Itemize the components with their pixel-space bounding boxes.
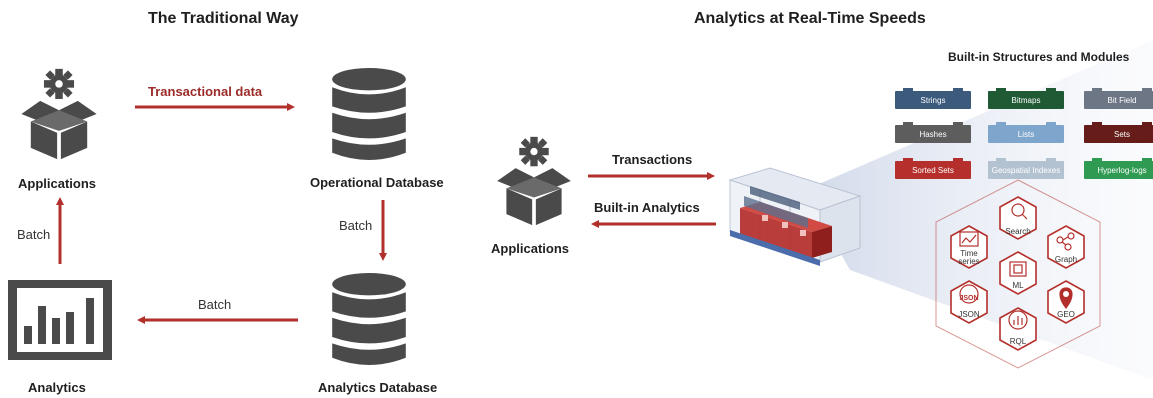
module-label-graph: Graph	[1054, 255, 1078, 264]
operational-database-label: Operational Database	[310, 175, 444, 190]
structure-tile-bit-field: Bit Field	[1084, 88, 1153, 109]
structure-tile-geospatial-indexes: Geospatial Indexes	[988, 158, 1064, 179]
module-outline	[935, 179, 1101, 369]
module-label-time-series: Time series	[958, 249, 980, 266]
analytics-label: Analytics	[28, 380, 86, 395]
structure-tile-sets: Sets	[1084, 122, 1153, 143]
analytics-database-label: Analytics Database	[318, 380, 438, 395]
database-cluster-illustration	[728, 167, 862, 266]
graph-icon	[1056, 232, 1075, 251]
traditional-title: The Traditional Way	[148, 10, 299, 27]
structure-tile-strings: Strings	[895, 88, 971, 109]
applications-box-icon-right	[497, 136, 571, 226]
applications-label-right: Applications	[491, 241, 570, 256]
transactional-data-label: Transactional data	[148, 84, 263, 99]
batch-left-label: Batch	[198, 297, 232, 312]
json-icon	[959, 284, 979, 304]
json-icon-text: JSON	[959, 295, 978, 302]
analytics-chart-icon	[8, 280, 112, 360]
rql-icon	[1008, 310, 1028, 330]
transactions-label: Transactions	[612, 152, 693, 167]
ml-icon	[1009, 261, 1027, 277]
module-label-geo: GEO	[1057, 310, 1075, 319]
module-label-json: JSON	[958, 310, 980, 319]
geo-icon	[1059, 287, 1073, 309]
batch-down-label: Batch	[339, 218, 373, 233]
batch-up-label: Batch	[17, 227, 51, 242]
applications-box-icon	[21, 68, 97, 160]
applications-label: Applications	[18, 176, 97, 191]
structure-tile-hashes: Hashes	[895, 122, 971, 143]
module-label-search: Search	[1005, 227, 1031, 236]
builtin-analytics-label: Built-in Analytics	[594, 200, 700, 215]
structure-tile-lists: Lists	[988, 122, 1064, 143]
structure-tile-sorted-sets: Sorted Sets	[895, 158, 971, 179]
module-label-ml: ML	[1012, 281, 1024, 290]
module-label-rql: RQL	[1009, 337, 1027, 346]
structure-tile-hyperlog-logs: Hyperlog-logs	[1084, 158, 1153, 179]
analytics-database-icon	[332, 273, 406, 365]
search-icon	[1011, 203, 1028, 220]
time-series-icon	[959, 231, 979, 247]
structures-title: Built-in Structures and Modules	[948, 50, 1130, 64]
realtime-title: Analytics at Real-Time Speeds	[694, 10, 926, 27]
structure-tile-bitmaps: Bitmaps	[988, 88, 1064, 109]
operational-database-icon	[332, 68, 406, 160]
